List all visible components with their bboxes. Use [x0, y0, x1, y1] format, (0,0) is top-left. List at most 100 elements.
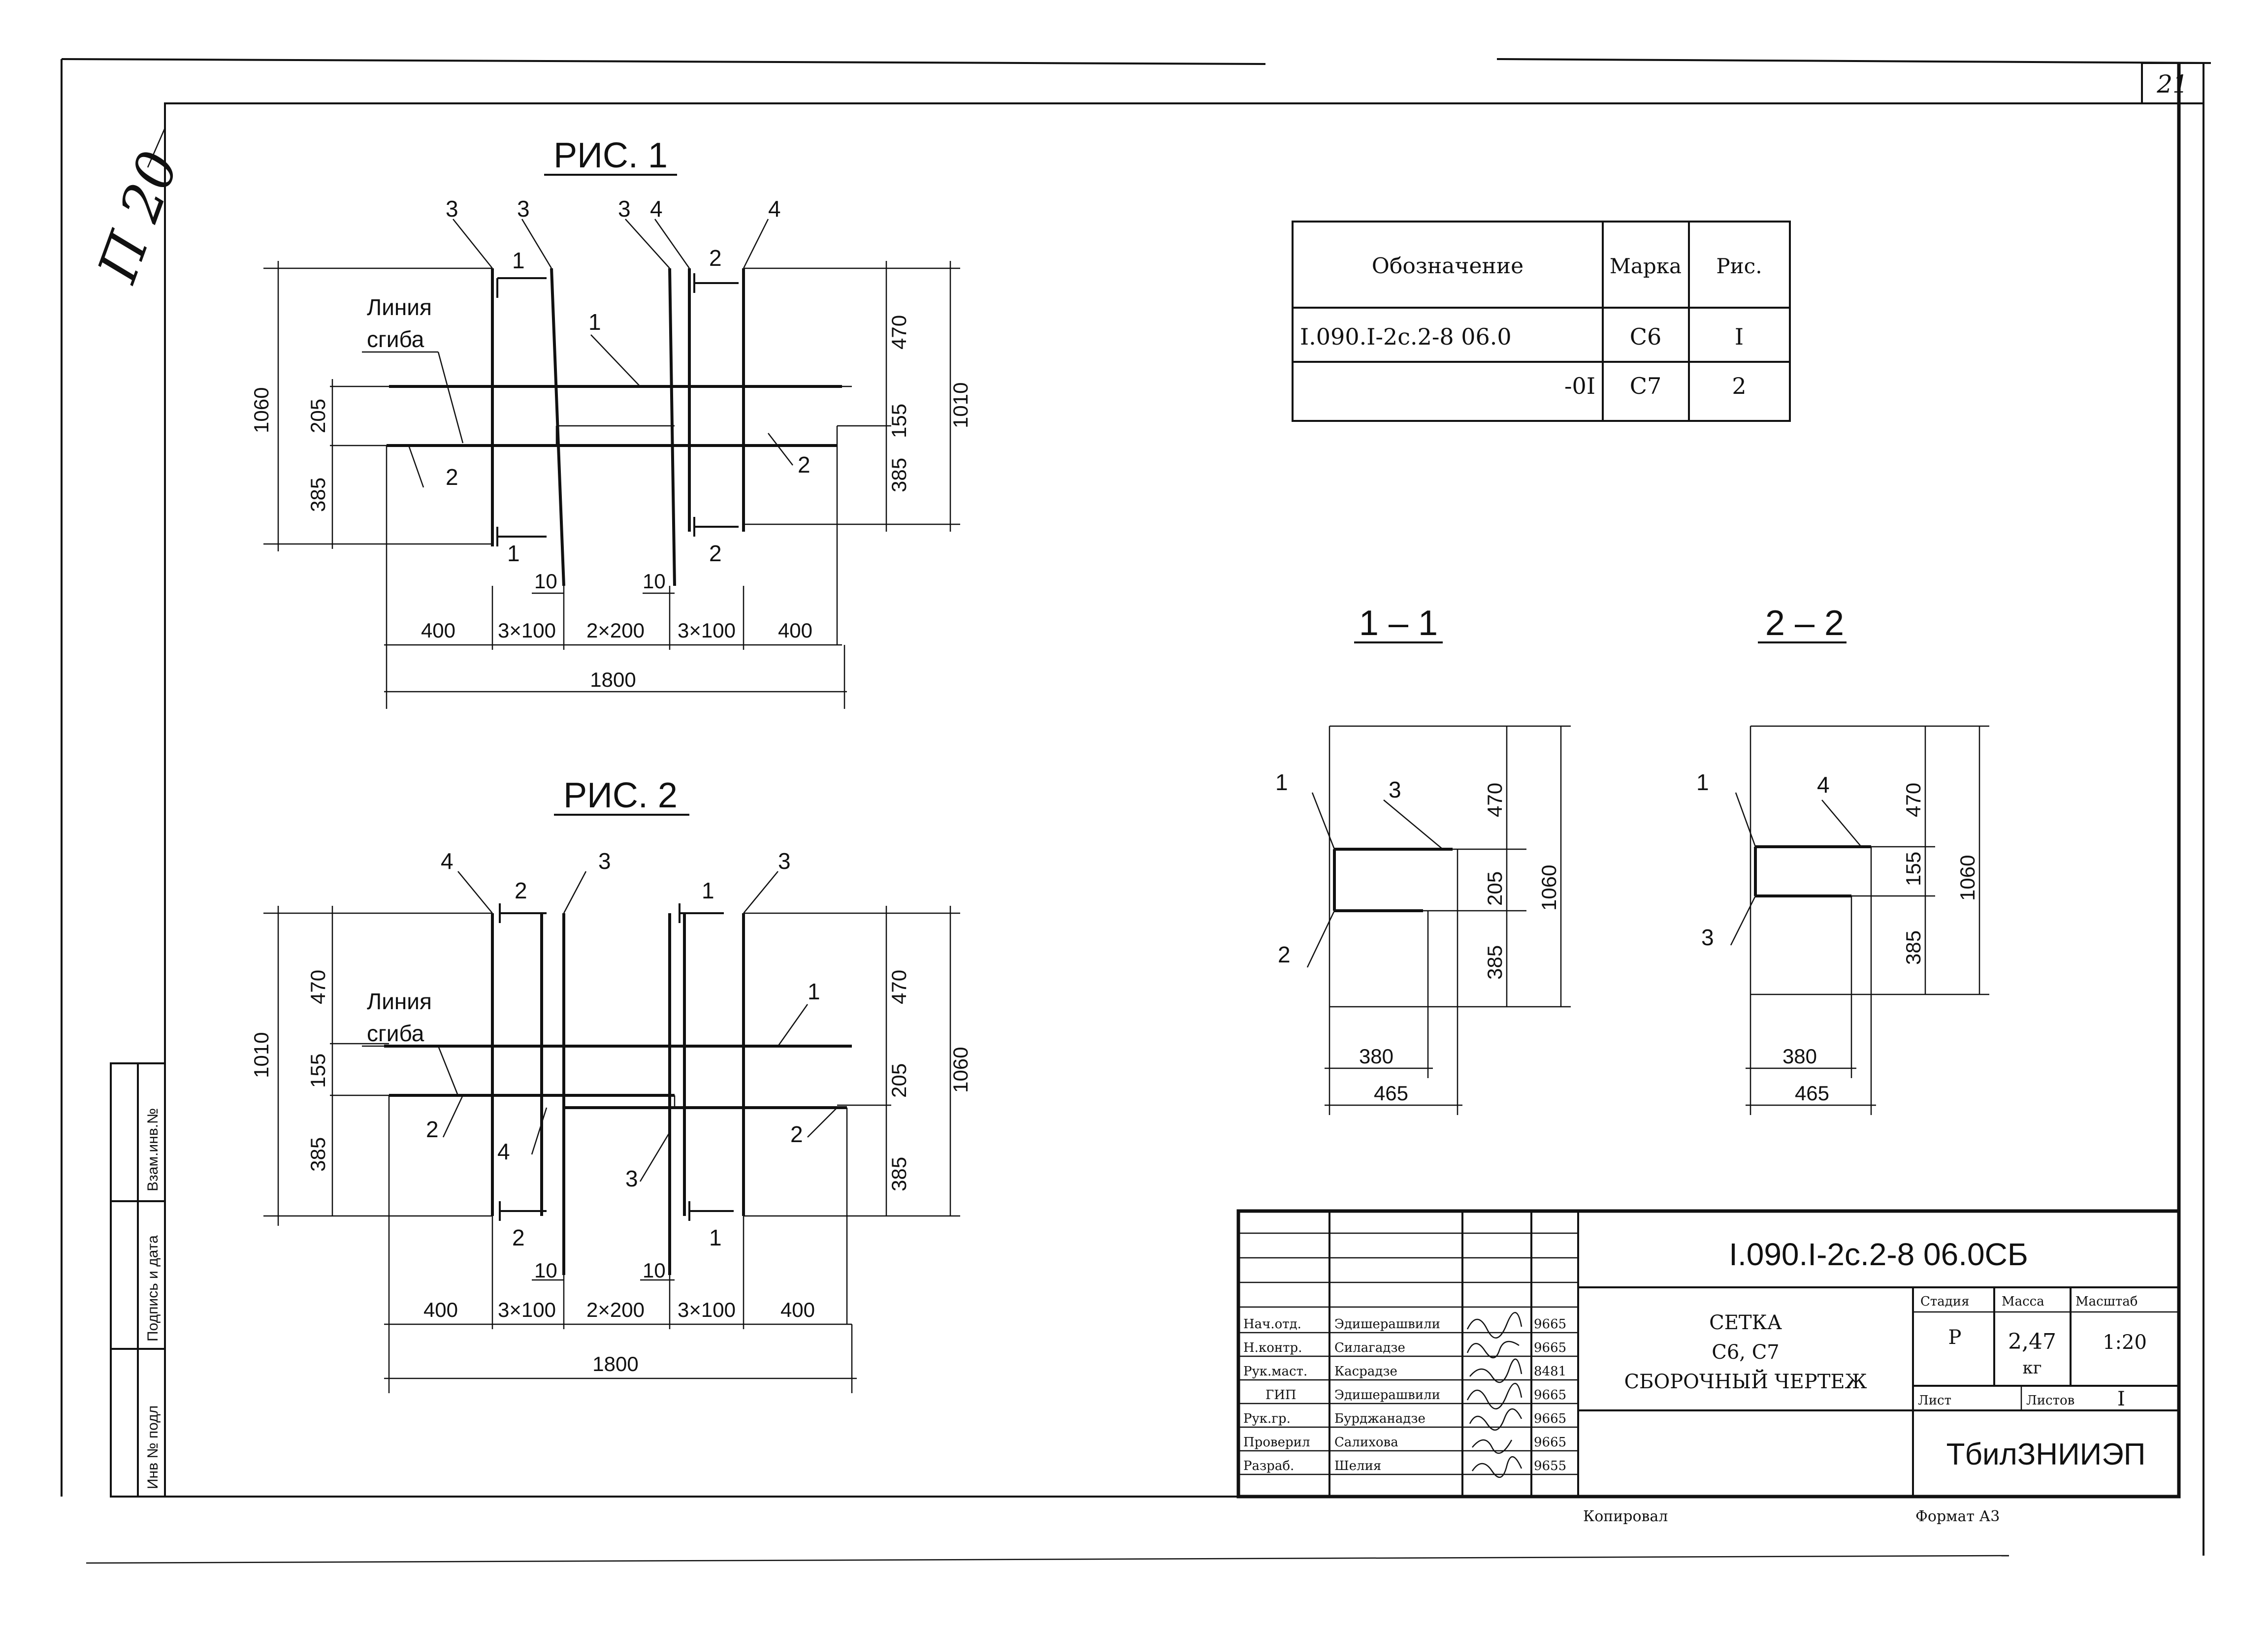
mass-label: Масса [2002, 1294, 2044, 1309]
stage-label: Стадия [1920, 1294, 1970, 1309]
section-2-2: 2 – 2 1 4 3 470 155 385 1060 380 465 [1696, 604, 1989, 1115]
fig1-bend-line-label: сгиба [367, 326, 424, 352]
staff-date: 9665 [1534, 1341, 1566, 1355]
fig2-dim-left: 470 [306, 970, 329, 1004]
section1-dim-right: 205 [1483, 871, 1506, 906]
fig1-dim-bottom: 400 [421, 619, 455, 642]
fig1-dim-left: 385 [306, 478, 329, 512]
section2-title: 2 – 2 [1765, 604, 1844, 643]
fig2-dim-right: 470 [887, 970, 910, 1004]
staff-name: Эдишерашвили [1334, 1317, 1440, 1332]
fig2-leader-label: 4 [497, 1139, 510, 1164]
section2-dim-right: 1060 [1956, 855, 1979, 901]
sheet-frame: 21 П 20 [61, 58, 2211, 1564]
section2-dim-right: 385 [1902, 930, 1925, 965]
section2-label: 1 [1696, 769, 1709, 795]
fig1-leader-label: 1 [588, 309, 601, 335]
fig1-dim-bottom: 3×100 [678, 619, 736, 642]
staff-role: Нач.отд. [1243, 1317, 1301, 1332]
fig2-section-marks: 2 1 2 1 [499, 878, 734, 1250]
fig1-leaders: 3 3 3 4 4 1 2 2 [408, 196, 810, 490]
fig2-dim-bottom: 3×100 [498, 1298, 556, 1321]
fig1-dim-total: 1800 [590, 668, 636, 691]
section1-dim-right: 1060 [1537, 865, 1560, 911]
title-block-code: I.090.I-2c.2-8 06.0СБ [1729, 1237, 2028, 1272]
stamp-signature-date: Подпись и дата [145, 1235, 161, 1341]
fig2-small-dim: 10 [643, 1259, 666, 1282]
sheets-value: I [2117, 1388, 2125, 1410]
stage-value: Р [1948, 1326, 1962, 1349]
fig1-leader-label: 3 [517, 196, 530, 222]
section1-dim-bottom: 465 [1374, 1082, 1408, 1105]
section2-label: 4 [1817, 772, 1830, 798]
fig1-dim-right: 470 [887, 315, 910, 350]
staff-name: Силагадзе [1334, 1341, 1405, 1355]
fig2-dim-left: 385 [306, 1137, 329, 1172]
fig2-leaders: 4 3 3 1 2 4 3 2 [426, 848, 838, 1191]
staff-name: Касрадзе [1334, 1364, 1397, 1379]
fig1-leader-label: 3 [618, 196, 631, 222]
fig1-section-mark: 2 [709, 541, 722, 566]
section1-label: 3 [1389, 777, 1401, 802]
fig2-dim-bottom: 3×100 [678, 1298, 736, 1321]
spec-cell: С7 [1630, 373, 1661, 399]
fig2-section-mark: 2 [515, 878, 527, 903]
staff-date: 9665 [1534, 1317, 1566, 1332]
fig2-title: РИС. 2 [563, 776, 678, 815]
staff-date: 9665 [1534, 1435, 1566, 1450]
fig1-dim-left: 1060 [250, 387, 273, 433]
staff-date: 9655 [1534, 1459, 1566, 1473]
staff-date: 9665 [1534, 1411, 1566, 1426]
title-block-name: СБОРОЧНЫЙ ЧЕРТЕЖ [1624, 1370, 1867, 1393]
fig1-leader-label: 2 [798, 452, 810, 478]
fig2-dim-left: 1010 [250, 1032, 273, 1078]
section1-label: 1 [1275, 769, 1288, 795]
fig1-section-mark: 1 [512, 248, 525, 273]
page-number: 21 [2156, 70, 2188, 98]
fig2-dim-left: 155 [306, 1053, 329, 1088]
fig1-section-marks: 1 1 2 2 [496, 245, 739, 566]
fig2-dim-bottom: 400 [423, 1298, 458, 1321]
copied-by-label: Копировал [1583, 1508, 1668, 1525]
signatures [1466, 1312, 1523, 1478]
spec-table: Обозначение Марка Рис. I.090.I-2c.2-8 06… [1292, 221, 1791, 422]
fig1-leader-label: 3 [446, 196, 458, 222]
fig1-section-mark: 1 [507, 541, 520, 566]
fig1-dim-left: 205 [306, 399, 329, 433]
section2-dim-bottom: 380 [1782, 1045, 1817, 1068]
fig2-bend-line-label: Линия [367, 989, 432, 1014]
fig1-dim-bottom: 400 [778, 619, 812, 642]
section2-dim-right: 470 [1902, 783, 1925, 817]
fig1-bend-line-label: Линия [367, 294, 432, 320]
side-handwritten-note: П 20 [85, 143, 191, 291]
staff-name: Бурджанадзе [1334, 1411, 1426, 1426]
scale-label: Масштаб [2075, 1294, 2138, 1309]
section1-dim-bottom: 380 [1359, 1045, 1393, 1068]
fig2-section-mark: 2 [512, 1225, 525, 1250]
spec-header-designation: Обозначение [1372, 254, 1523, 279]
fig1-leader-label: 2 [446, 464, 458, 490]
staff-name: Шелия [1334, 1459, 1381, 1473]
spec-cell: I.090.I-2c.2-8 06.0 [1300, 323, 1512, 350]
fig1-dim-bottom: 3×100 [498, 619, 556, 642]
fig1-dim-right: 1010 [949, 383, 972, 428]
staff-role: Рук.маст. [1243, 1364, 1307, 1379]
fig1-dim-bottom: 2×200 [586, 619, 645, 642]
fig2-leader-label: 1 [808, 979, 820, 1004]
figure-1: РИС. 1 [250, 136, 972, 709]
section1-label: 2 [1278, 942, 1291, 967]
title-block-name: СЕТКА [1709, 1311, 1782, 1334]
org-name: ТбилЗНИИЭП [1946, 1437, 2146, 1471]
side-stamp: Взам.инв.№ Подпись и дата Инв № подл [110, 1062, 166, 1498]
sheet-label: Лист [1918, 1393, 1951, 1408]
section2-label: 3 [1701, 925, 1714, 950]
fig1-section-mark: 2 [709, 245, 722, 271]
spec-cell: I [1735, 323, 1744, 350]
scale-value: 1:20 [2103, 1331, 2147, 1354]
fig1-leader-label: 4 [768, 196, 781, 222]
staff-role: ГИП [1265, 1388, 1296, 1403]
fig2-dim-total: 1800 [592, 1352, 638, 1375]
fig1-small-dim: 10 [643, 570, 666, 593]
spec-cell: С6 [1630, 323, 1661, 350]
fig1-small-dim: 10 [534, 570, 557, 593]
